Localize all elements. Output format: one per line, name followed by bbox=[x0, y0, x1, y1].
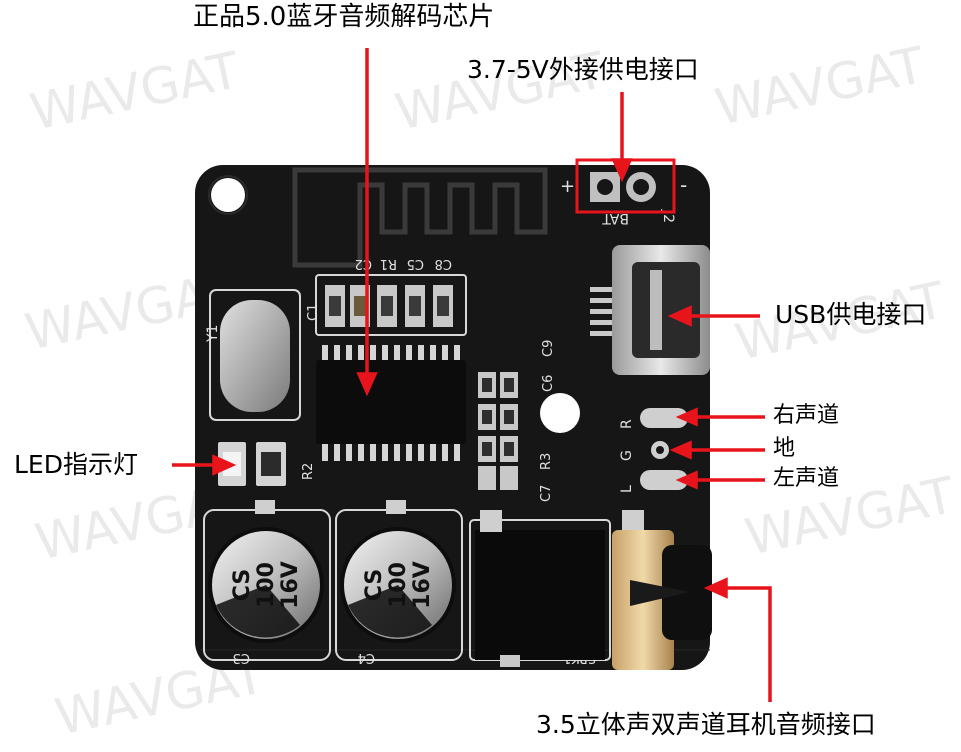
watermark: WAVGAT bbox=[25, 41, 244, 142]
audio-jack bbox=[475, 510, 712, 670]
c5-label: C5 bbox=[407, 256, 424, 271]
arrow-usb-head bbox=[667, 305, 692, 327]
silkscreen-outlines bbox=[203, 274, 611, 661]
capacitor-c4: CS 100 16V bbox=[340, 500, 456, 643]
arrow-chip-head bbox=[356, 372, 378, 397]
power-input-label: 3.7-5V外接供电接口 bbox=[467, 55, 699, 84]
watermark: WAVGAT bbox=[710, 36, 929, 137]
left-channel-label: 左声道 bbox=[773, 466, 840, 491]
cap-value: 100 bbox=[254, 562, 279, 608]
cap-voltage: 16V bbox=[410, 561, 435, 609]
r-pad-label: R bbox=[619, 419, 635, 429]
usb-connector bbox=[590, 245, 710, 375]
c6-label: C6 bbox=[541, 375, 556, 392]
smd-cluster-right bbox=[478, 372, 518, 490]
cap-voltage: 16V bbox=[278, 561, 303, 609]
arrow-right-ch-head bbox=[675, 407, 698, 427]
bluetooth-chip bbox=[316, 345, 466, 461]
right-channel-label: 右声道 bbox=[773, 403, 840, 428]
arrow-jack bbox=[722, 586, 772, 702]
c1-label: C1 bbox=[306, 304, 321, 321]
c4-label: C4 bbox=[358, 650, 375, 665]
led-label: LED指示灯 bbox=[14, 450, 138, 479]
c8-label: C8 bbox=[435, 256, 452, 271]
r3-label: R3 bbox=[539, 453, 554, 470]
r1-label: R1 bbox=[380, 256, 397, 271]
arrow-jack-head bbox=[703, 577, 728, 599]
l-pad-label: L bbox=[619, 485, 635, 493]
usb-power-label: USB供电接口 bbox=[775, 300, 927, 329]
capacitor-c3: CS 100 16V bbox=[208, 500, 324, 643]
mounting-hole bbox=[211, 178, 245, 212]
polarity-plus-label: + bbox=[560, 176, 575, 197]
audio-out-pads bbox=[640, 408, 688, 490]
bat-label: BAT bbox=[602, 210, 629, 226]
g-pad-label: G bbox=[619, 450, 635, 461]
mounting-hole-center bbox=[540, 393, 580, 433]
cap-brand: CS bbox=[362, 569, 387, 601]
cap-value: 100 bbox=[386, 562, 411, 608]
arrow-gnd-head bbox=[669, 440, 692, 460]
c7-label: C7 bbox=[539, 485, 554, 502]
annotation-arrows bbox=[172, 48, 772, 702]
c9-label: C9 bbox=[541, 340, 556, 357]
c2-label: C2 bbox=[355, 256, 372, 271]
arrow-power-head bbox=[611, 158, 633, 183]
chip-label: 正品5.0蓝牙音频解码芯片 bbox=[193, 2, 495, 32]
r2-label: R2 bbox=[301, 463, 316, 480]
arrow-left-ch-head bbox=[675, 470, 698, 490]
ground-label: 地 bbox=[773, 436, 796, 461]
c3-label: C3 bbox=[233, 650, 250, 665]
smd-row-top bbox=[325, 285, 453, 327]
polarity-minus-label: - bbox=[680, 173, 687, 197]
crystal-y1 bbox=[220, 300, 290, 412]
cap-brand: CS bbox=[230, 569, 255, 601]
audio-jack-label: 3.5立体声双声道耳机音频接口 bbox=[536, 710, 876, 739]
y1-label: Y1 bbox=[205, 325, 221, 343]
arrow-led-head bbox=[212, 454, 237, 476]
battery-pads bbox=[590, 172, 656, 202]
